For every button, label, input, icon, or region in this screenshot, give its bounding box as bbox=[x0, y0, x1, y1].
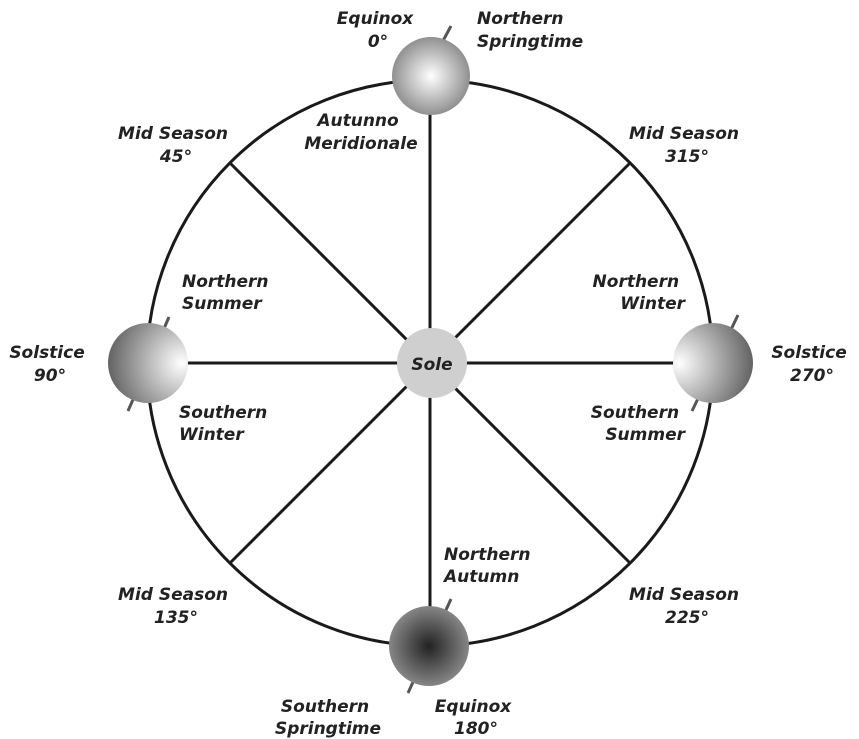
bottom-season-inner-line2: Autumn bbox=[442, 567, 519, 587]
mid-season-315-line2: 315° bbox=[665, 147, 709, 167]
top-season-inner-label: Autunno Meridionale bbox=[304, 111, 417, 154]
bottom-season-inner-line1: Northern bbox=[444, 545, 531, 565]
top-position-line1: Equinox bbox=[337, 9, 414, 29]
left-season-upper-line1: Northern bbox=[182, 272, 269, 292]
mid-season-45-line2: 45° bbox=[159, 147, 192, 167]
right-season-lower-label: Southern Summer bbox=[591, 403, 687, 445]
earth-left bbox=[108, 317, 188, 411]
earth-left-globe bbox=[108, 323, 188, 403]
top-season-outer-label: Northern Springtime bbox=[477, 9, 583, 52]
mid-season-135-label: Mid Season 135° bbox=[118, 585, 234, 628]
mid-season-315-line1: Mid Season bbox=[629, 124, 739, 144]
mid-season-135-line1: Mid Season bbox=[118, 585, 228, 605]
top-season-outer-line2: Springtime bbox=[477, 32, 583, 52]
mid-season-45-line1: Mid Season bbox=[118, 124, 228, 144]
right-season-lower-line1: Southern bbox=[591, 403, 679, 423]
left-position-label: Solstice 90° bbox=[9, 343, 90, 386]
bottom-season-outer-line2: Springtime bbox=[275, 719, 381, 739]
mid-season-315-label: Mid Season 315° bbox=[629, 124, 745, 167]
bottom-season-inner-label: Northern Autumn bbox=[442, 545, 536, 587]
mid-season-225-line2: 225° bbox=[665, 608, 709, 628]
left-season-lower-label: Southern Winter bbox=[179, 403, 273, 445]
left-season-upper-line2: Summer bbox=[182, 294, 263, 314]
right-position-label: Solstice 270° bbox=[771, 343, 852, 386]
left-position-line1: Solstice bbox=[9, 343, 84, 363]
left-season-lower-line2: Winter bbox=[179, 425, 245, 445]
earth-right bbox=[673, 315, 753, 411]
mid-season-45-label: Mid Season 45° bbox=[118, 124, 234, 167]
mid-season-225-label: Mid Season 225° bbox=[629, 585, 745, 628]
left-season-lower-line1: Southern bbox=[179, 403, 267, 423]
left-position-line2: 90° bbox=[34, 366, 66, 386]
top-position-line2: 0° bbox=[368, 32, 388, 52]
earth-top bbox=[392, 26, 470, 115]
earth-top-globe bbox=[392, 37, 470, 115]
bottom-season-outer-line1: Southern bbox=[281, 697, 369, 717]
sun-label: Sole bbox=[411, 355, 452, 375]
top-season-outer-line1: Northern bbox=[477, 9, 564, 29]
right-position-line1: Solstice bbox=[771, 343, 846, 363]
left-season-upper-label: Northern Summer bbox=[182, 272, 274, 314]
bottom-position-label: Equinox 180° bbox=[435, 697, 517, 739]
earth-bottom-globe bbox=[389, 606, 469, 686]
bottom-position-line1: Equinox bbox=[435, 697, 512, 717]
earth-bottom bbox=[389, 599, 469, 693]
earth-right-globe bbox=[673, 323, 753, 403]
mid-season-225-line1: Mid Season bbox=[629, 585, 739, 605]
right-season-upper-label: Northern Winter bbox=[593, 272, 687, 314]
mid-season-135-line2: 135° bbox=[154, 608, 198, 628]
top-season-inner-line1: Autunno bbox=[315, 111, 399, 131]
bottom-season-outer-label: Southern Springtime bbox=[275, 697, 381, 739]
right-season-upper-line2: Winter bbox=[620, 294, 686, 314]
right-position-line2: 270° bbox=[790, 366, 834, 386]
top-season-inner-line2: Meridionale bbox=[304, 134, 417, 154]
right-season-upper-line1: Northern bbox=[593, 272, 680, 292]
bottom-position-line2: 180° bbox=[454, 719, 498, 739]
right-season-lower-line2: Summer bbox=[605, 425, 686, 445]
